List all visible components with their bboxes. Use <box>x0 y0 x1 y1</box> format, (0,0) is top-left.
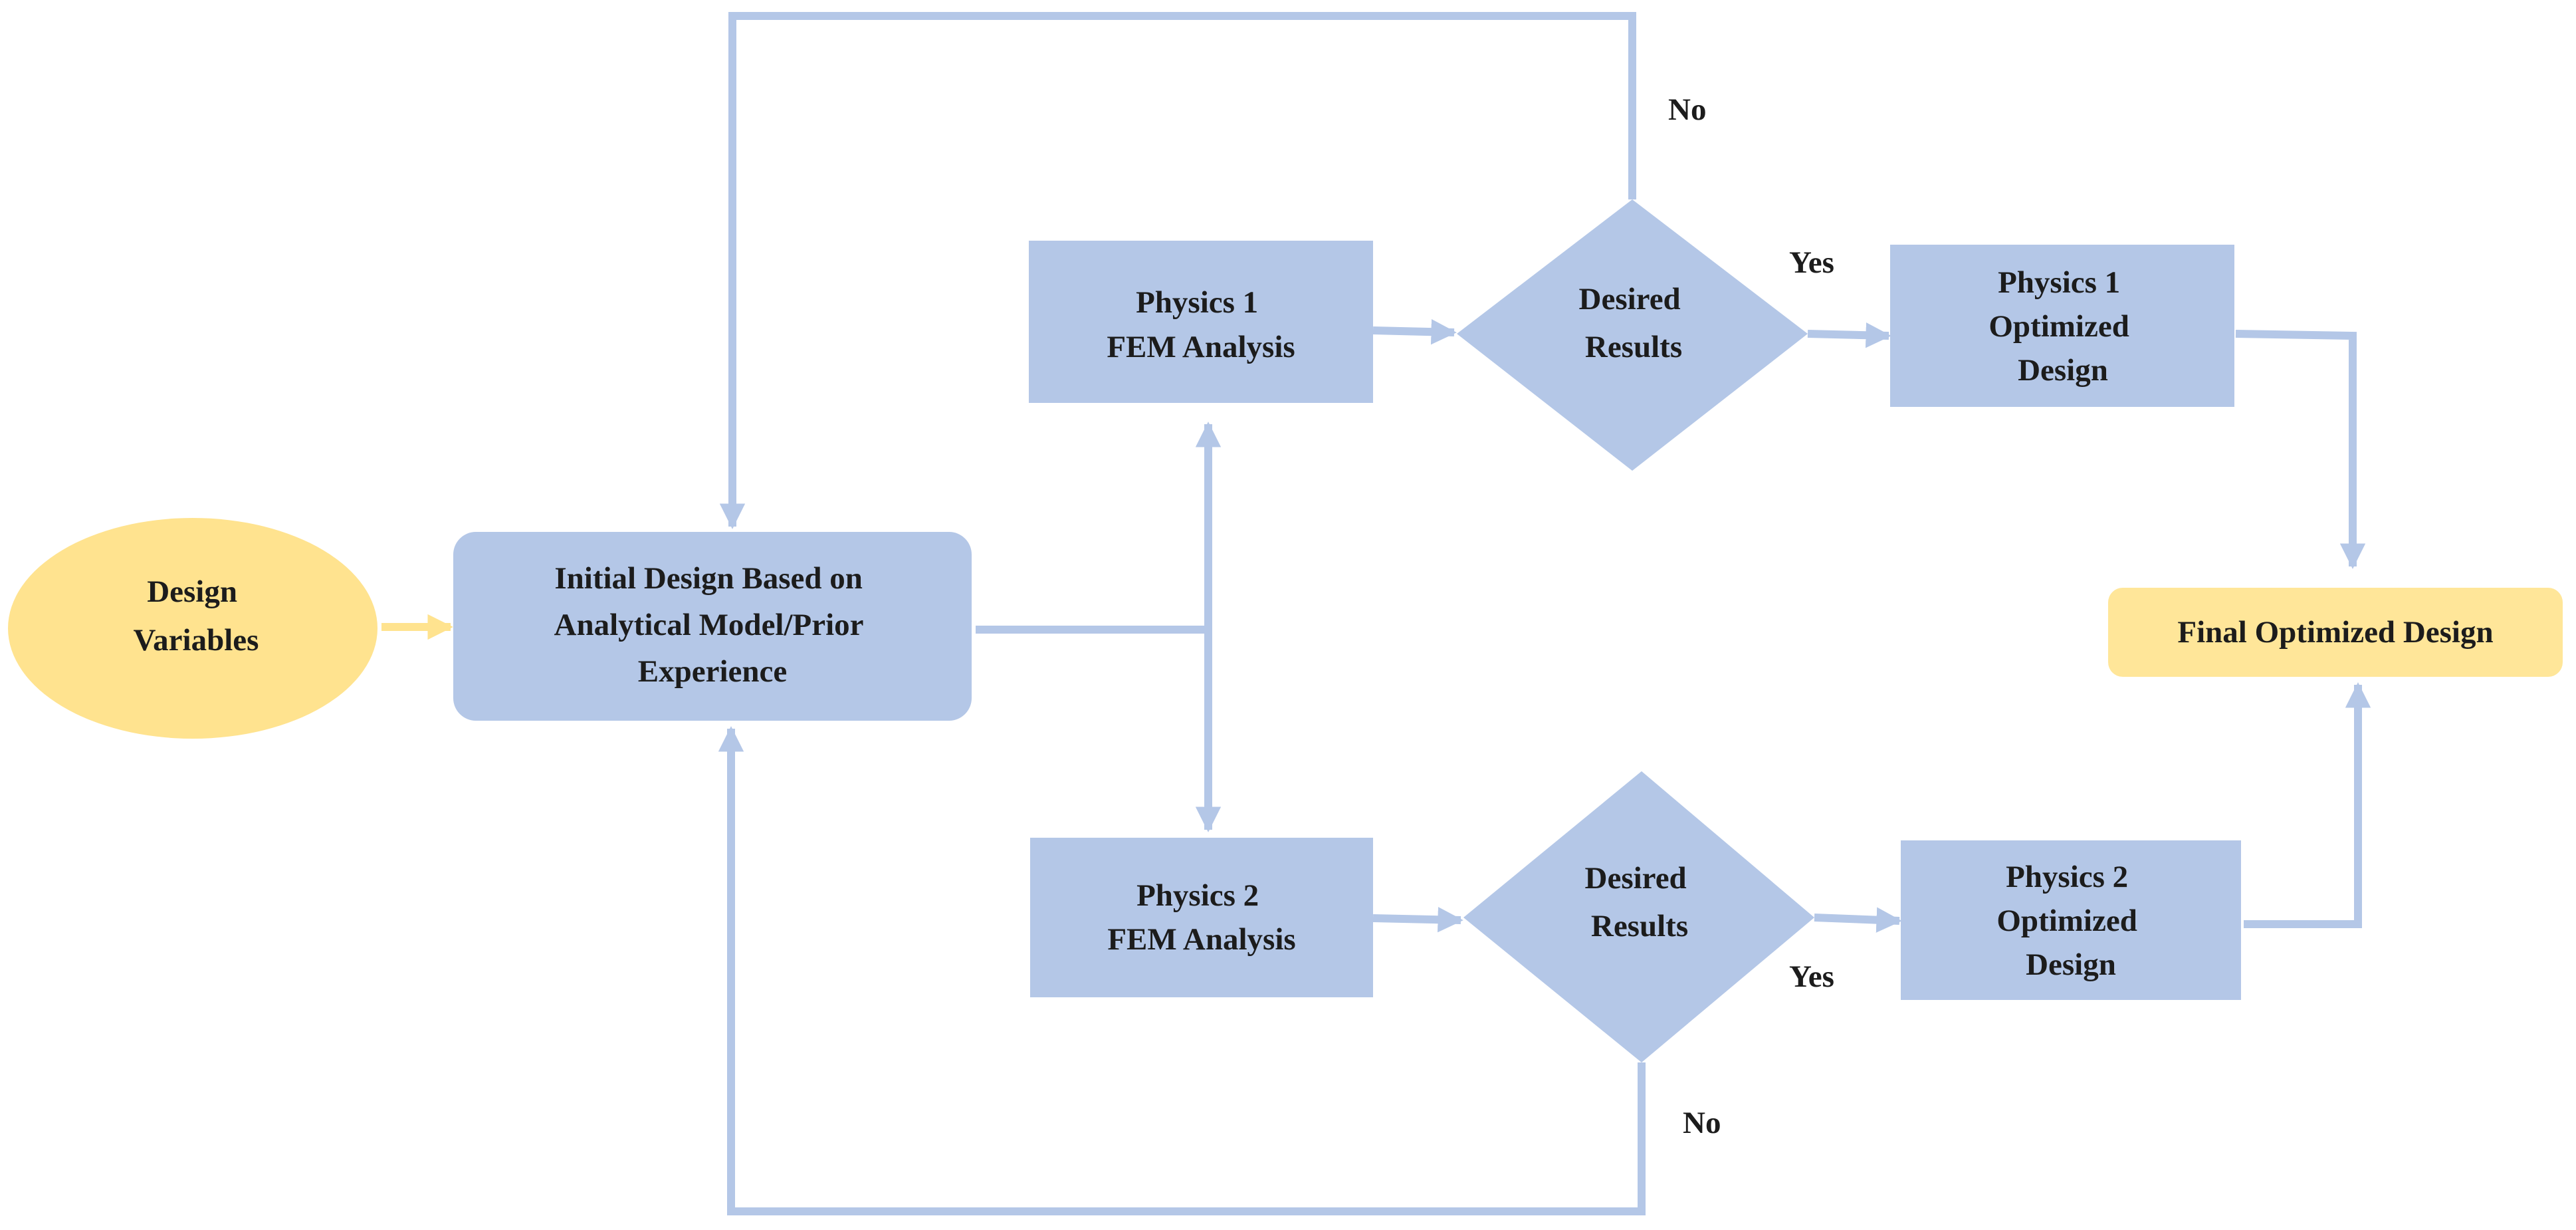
physics1-fem-line-1: Physics 1 <box>1136 285 1258 320</box>
initial-design-line-1: Initial Design Based on <box>554 561 863 596</box>
physics2-optimized-line-1: Physics 2 <box>2006 860 2128 894</box>
arrow-physics2-fem-to-decision2 <box>1372 907 1463 933</box>
edge-label-yes-top: Yes <box>1789 245 1834 280</box>
decision1-line-1: Desired <box>1579 282 1681 316</box>
physics1-optimized-node: Physics 1 Optimized Design <box>1890 245 2234 407</box>
physics1-fem-box <box>1029 241 1373 403</box>
decision1-line-2: Results <box>1585 330 1682 364</box>
decision2-diamond <box>1463 771 1814 1062</box>
physics1-fem-label: Physics 1 FEM Analysis <box>1107 285 1295 364</box>
arrow-physics1-optimized-to-final <box>2235 330 2366 569</box>
decision2-line-2: Results <box>1591 909 1688 943</box>
physics2-optimized-node: Physics 2 Optimized Design <box>1901 840 2241 1000</box>
physics2-optimized-line-3: Design <box>2026 947 2116 982</box>
initial-design-line-3: Experience <box>638 654 788 689</box>
arrow-decision1-no-loop <box>719 12 1636 529</box>
physics2-optimized-line-2: Optimized <box>1996 904 2137 938</box>
design-variables-line-2: Variables <box>134 623 259 658</box>
decision2-line-1: Desired <box>1585 861 1687 896</box>
initial-design-label: Initial Design Based on Analytical Model… <box>554 561 871 689</box>
design-variables-node: Design Variables <box>8 518 377 739</box>
physics2-optimized-box <box>1901 840 2241 1000</box>
physics1-optimized-line-3: Design <box>2018 353 2108 388</box>
edge-label-no-top: No <box>1668 92 1706 127</box>
initial-design-line-2: Analytical Model/Prior <box>554 608 863 642</box>
edge-label-yes-bottom: Yes <box>1789 959 1834 994</box>
physics1-optimized-box <box>1890 245 2234 407</box>
decision1-diamond <box>1457 199 1808 471</box>
physics2-fem-node: Physics 2 FEM Analysis <box>1030 838 1373 997</box>
physics1-optimized-label: Physics 1 Optimized Design <box>1988 265 2137 388</box>
initial-design-box <box>453 532 972 721</box>
physics2-optimized-label: Physics 2 Optimized Design <box>1996 860 2145 982</box>
decision2-node: Desired Results <box>1463 771 1814 1062</box>
final-design-node: Final Optimized Design <box>2108 588 2563 677</box>
final-design-box <box>2108 588 2563 677</box>
decision2-label: Desired Results <box>1585 861 1695 943</box>
physics1-fem-line-2: FEM Analysis <box>1107 330 1295 364</box>
design-variables-ellipse <box>8 518 377 739</box>
decision1-label: Desired Results <box>1579 282 1689 364</box>
arrow-decision2-no-loop <box>718 726 1646 1215</box>
physics2-fem-box <box>1030 838 1373 997</box>
physics1-fem-node: Physics 1 FEM Analysis <box>1029 241 1373 403</box>
initial-design-node: Initial Design Based on Analytical Model… <box>453 532 972 721</box>
physics2-fem-label: Physics 2 FEM Analysis <box>1107 878 1295 957</box>
arrow-physics2-optimized-to-final <box>2244 682 2371 928</box>
final-design-line-1: Final Optimized Design <box>2177 615 2493 650</box>
physics2-fem-line-2: FEM Analysis <box>1107 922 1295 957</box>
physics2-fem-line-1: Physics 2 <box>1136 878 1259 913</box>
physics1-optimized-line-2: Optimized <box>1988 309 2129 344</box>
design-variables-label: Design Variables <box>134 574 259 658</box>
decision1-node: Desired Results <box>1457 199 1808 471</box>
arrow-decision1-to-physics1-optimized <box>1807 322 1891 348</box>
physics1-optimized-line-1: Physics 1 <box>1998 265 2120 300</box>
design-variables-line-1: Design <box>147 574 237 609</box>
final-design-label: Final Optimized Design <box>2177 615 2493 650</box>
edge-label-no-bottom: No <box>1683 1106 1721 1140</box>
arrow-decision2-to-physics2-optimized <box>1814 907 1902 933</box>
arrow-physics1-fem-to-decision1 <box>1372 318 1457 345</box>
